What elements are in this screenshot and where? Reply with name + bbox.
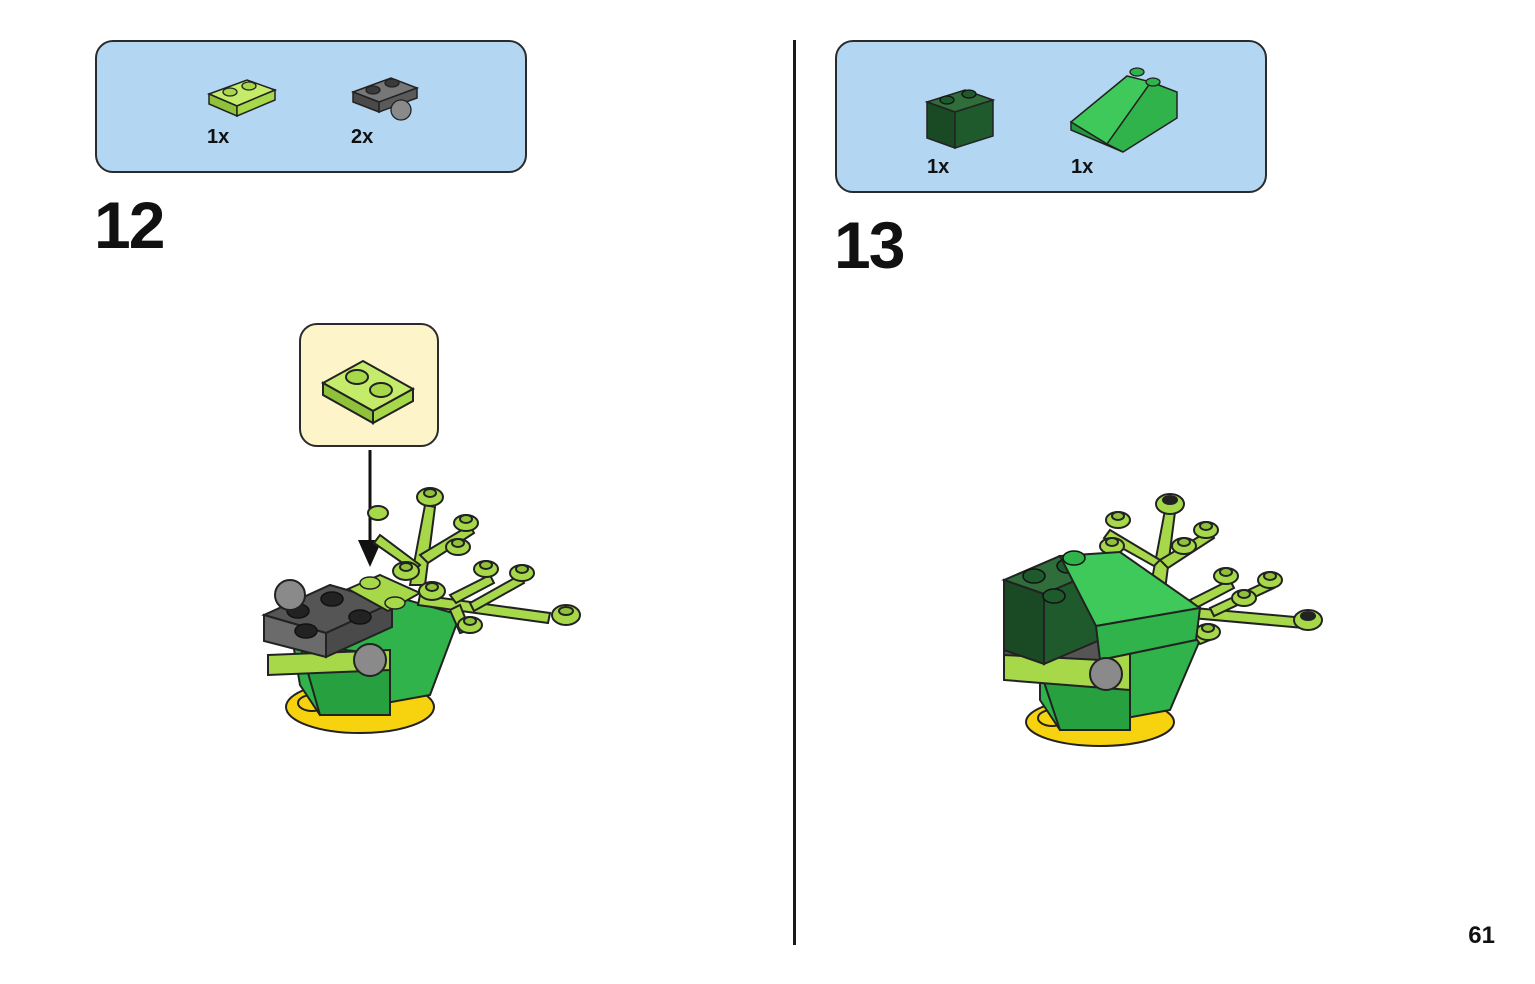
parts-box-step-13: 1x 1x — [835, 40, 1267, 193]
bird-model-step-12-icon — [261, 450, 581, 734]
callout-box — [299, 323, 439, 447]
part-qty: 1x — [207, 126, 230, 148]
page-number: 61 — [1468, 922, 1495, 949]
lime-plate-1x2-icon — [320, 359, 416, 425]
page-divider — [793, 40, 796, 945]
part-qty: 1x — [927, 156, 950, 178]
dark-green-brick-1x2-icon — [924, 89, 996, 150]
part-qty: 1x — [1071, 156, 1094, 178]
bird-model-step-13-icon — [1001, 493, 1323, 747]
green-slope-brick-icon — [1069, 67, 1178, 153]
lime-plate-1x2-icon — [206, 79, 277, 118]
parts-box-step-12: 1x 2x — [95, 40, 527, 173]
step-number: 13 — [834, 208, 905, 282]
dark-gray-plate-with-ball-icon — [351, 77, 420, 121]
part-qty: 2x — [351, 126, 374, 148]
step-number: 12 — [94, 188, 165, 262]
